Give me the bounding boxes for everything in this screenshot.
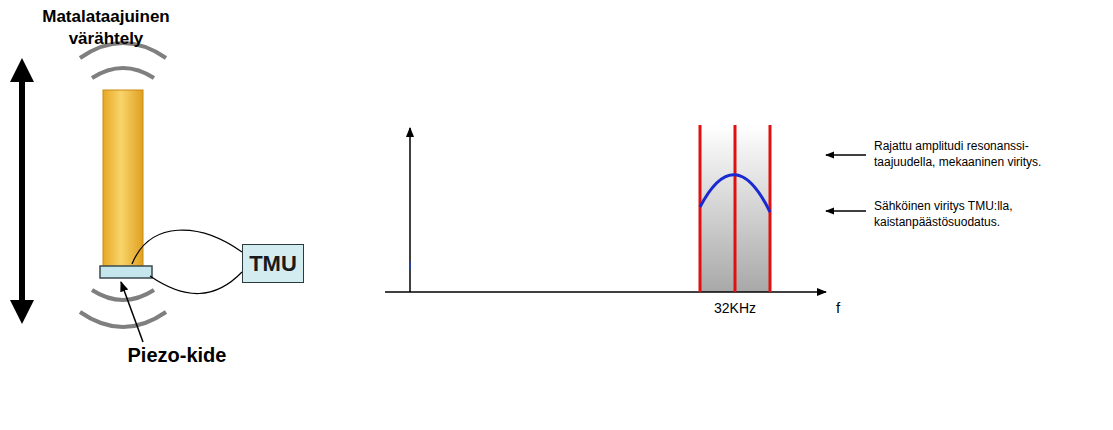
x-axis bbox=[385, 291, 826, 293]
y-axis bbox=[409, 128, 411, 292]
vibrating-beam bbox=[103, 90, 143, 268]
filter-limits bbox=[700, 125, 770, 292]
passband bbox=[700, 125, 770, 292]
axis-label: f bbox=[836, 299, 856, 317]
callout-arrow bbox=[826, 154, 866, 155]
box-label: TMU bbox=[249, 251, 297, 277]
callout-arrow bbox=[826, 210, 866, 211]
title-label: Matalataajuinen värähtely bbox=[20, 6, 192, 50]
wires bbox=[132, 230, 242, 293]
note-text: Rajattu amplitudi resonanssi- taajuudell… bbox=[874, 138, 1074, 170]
note-text: Sähköinen viritys TMU:lla, kaistanpäästö… bbox=[874, 198, 1074, 230]
resonance-curve bbox=[700, 175, 770, 212]
tmu-box: TMU bbox=[242, 244, 304, 283]
axis-value: 32KHz bbox=[695, 299, 775, 317]
piezo-crystal bbox=[100, 266, 152, 278]
part-label: Piezo-kide bbox=[112, 343, 242, 367]
axis-tick bbox=[409, 262, 411, 270]
vibration-waves bbox=[80, 43, 166, 327]
leader-line bbox=[121, 282, 143, 342]
vibration-arrow bbox=[19, 70, 25, 312]
